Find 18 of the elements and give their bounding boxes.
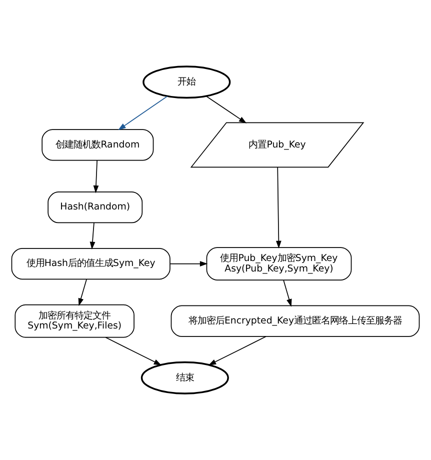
arrow (276, 166, 282, 248)
arrow (283, 280, 292, 307)
node-box: Hash(Random) (48, 192, 143, 224)
node-box: 将加密后Encrypted_Key通过匿名网络上传至服务器 (170, 305, 420, 337)
node-box: 使用Pub_Key加密Sym_Key Asy(Pub_Key,Sym_Key) (206, 247, 352, 280)
arrow (105, 337, 162, 366)
arrow (170, 261, 208, 266)
arrow (206, 96, 247, 124)
arrow (90, 222, 96, 250)
node-box: 使用Hash后的值生成Sym_Key (11, 248, 170, 280)
arrow (78, 278, 88, 306)
arrow (208, 336, 266, 366)
arrow (93, 160, 99, 194)
node-box: 创建随机数Random (42, 129, 154, 161)
arrow (118, 96, 168, 130)
node-box: 加密所有特定文件 Sym(Sym_Key,Files) (14, 304, 134, 338)
node-ellipse: 结束 (140, 361, 229, 394)
node-ellipse: 开始 (142, 66, 231, 99)
